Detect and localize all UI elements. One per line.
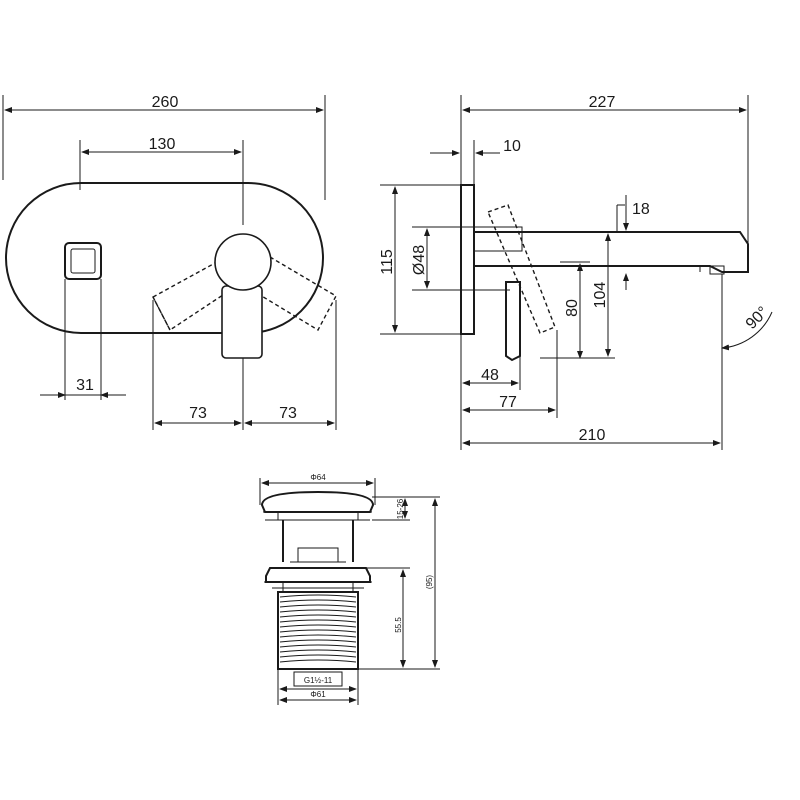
mixer-cartridge-cap [214, 233, 272, 291]
dimension-right-reach: 73 [279, 405, 297, 422]
handle-right-rotated [254, 255, 337, 331]
dimension-overall-depth: 227 [589, 94, 616, 111]
dimension-height: 115 [379, 249, 396, 275]
diverter-outlet [64, 242, 102, 280]
side-view: 227 10 115 Ø48 18 [379, 94, 773, 450]
dimension-handle-drop: 80 [564, 299, 581, 317]
dimension-left-reach: 73 [189, 405, 207, 422]
lever-side-rotated [487, 204, 556, 334]
dimension-spout-reach: 210 [579, 427, 606, 444]
dimension-overall-width: 260 [152, 94, 179, 111]
spout [474, 231, 749, 273]
cover-plate [5, 182, 324, 334]
thread-lines [279, 594, 357, 663]
lever-side [505, 281, 521, 362]
dimension-spout-drop: 104 [592, 282, 609, 309]
cartridge-body [473, 226, 523, 252]
drain-stem [282, 520, 354, 562]
dimension-center-spacing: 130 [149, 136, 176, 153]
dimension-cap-diameter: Φ64 [310, 473, 326, 482]
dimension-body-height: 55.5 [394, 617, 403, 633]
threaded-body [277, 591, 359, 670]
drain-cap [260, 490, 375, 513]
angle-arc [721, 311, 773, 351]
dimension-spout-height: 18 [632, 201, 650, 218]
dimension-outlet-width: 31 [76, 377, 94, 394]
dimension-angle: 90° [743, 304, 772, 333]
wall-plate [460, 184, 475, 335]
dimension-handle-offset: 48 [481, 367, 499, 384]
aerator [709, 265, 725, 275]
dimension-lift-height: 15-26 [396, 498, 405, 519]
dimension-base-diameter: Φ61 [310, 690, 326, 699]
dimension-total-height: (95) [425, 575, 434, 590]
waste-view: Φ64 15-26 [259, 473, 440, 705]
lever-handle [221, 285, 263, 359]
dimension-handle-reach: 77 [499, 394, 517, 411]
thread-spec: G1½-11 [304, 676, 333, 685]
front-view: 260 130 31 73 [2, 94, 337, 430]
dimension-diameter: Ø48 [411, 245, 428, 275]
drain-flange [265, 567, 371, 583]
dimension-plate-thickness: 10 [503, 138, 521, 155]
